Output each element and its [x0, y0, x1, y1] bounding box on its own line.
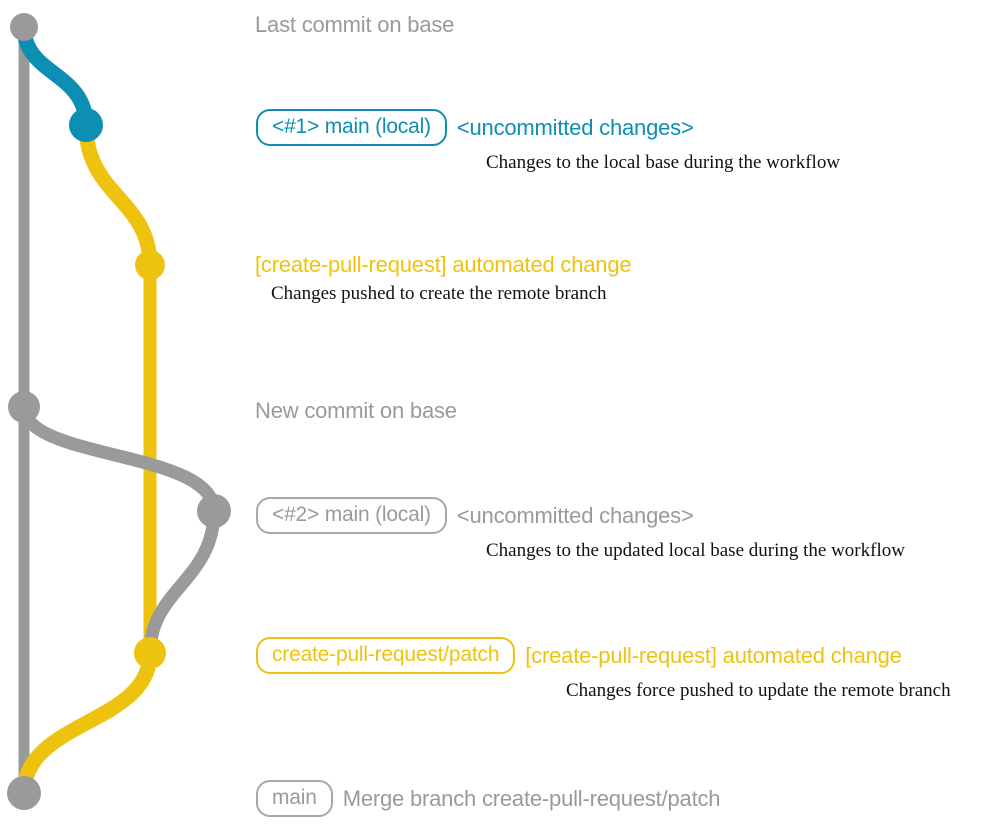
edge-blue-branch [16, 19, 94, 133]
ref-badge[interactable]: <#1> main (local) [256, 109, 447, 147]
commit-node-last-commit-on-base[interactable] [10, 13, 38, 41]
row-main-local-2: <#2> main (local) <uncommitted changes> Ch… [256, 497, 905, 562]
commit-note: Changes force pushed to update the remot… [566, 680, 951, 702]
ref-badge[interactable]: create-pull-request/patch [256, 637, 516, 675]
row-main-local-1: <#1> main (local) <uncommitted changes> Ch… [256, 109, 840, 174]
row-main-local-1-head: <#1> main (local) <uncommitted changes> [256, 109, 694, 147]
commit-node-merge-commit[interactable] [7, 776, 41, 810]
row-merge: main Merge branch create-pull-request/pat… [256, 780, 721, 818]
graph-edges [16, 19, 221, 801]
commit-subject: [create-pull-request] automated change [525, 642, 902, 668]
commit-subject: [create-pull-request] automated change [255, 252, 632, 277]
row-new-commit: New commit on base [255, 398, 457, 423]
edge-gray-to-local2 [17, 400, 221, 518]
row-merge-head: main Merge branch create-pull-request/pat… [256, 780, 721, 818]
row-automated-change-2-head: create-pull-request/patch [create-pull-re… [256, 637, 902, 675]
commit-subject: Last commit on base [255, 12, 455, 37]
commit-note: Changes to the local base during the wor… [486, 152, 841, 174]
commit-node-main-local-1[interactable] [69, 108, 103, 142]
commit-subject: <uncommitted changes> [456, 502, 694, 528]
graph-nodes [7, 13, 231, 810]
commit-subject: New commit on base [255, 398, 457, 423]
edge-yellow-from-blue [78, 117, 158, 273]
row-last-commit-head: Last commit on base [255, 12, 454, 37]
edge-gray-to-patch [143, 504, 221, 660]
edge-yellow-merge [16, 645, 158, 801]
commit-node-automated-change-2[interactable] [134, 637, 166, 669]
commit-note: Changes to the updated local base during… [486, 540, 905, 562]
row-last-commit: Last commit on base [255, 12, 454, 37]
ref-badge[interactable]: main [256, 780, 333, 818]
commit-subject: <uncommitted changes> [456, 114, 694, 140]
commit-note: Changes pushed to create the remote bran… [271, 283, 607, 305]
commit-node-automated-change-1[interactable] [135, 250, 165, 280]
commit-node-main-local-2[interactable] [197, 494, 231, 528]
commit-node-new-commit-on-base[interactable] [8, 391, 40, 423]
row-automated-change-1-head: [create-pull-request] automated change [255, 252, 632, 277]
row-new-commit-head: New commit on base [255, 398, 457, 423]
row-main-local-2-head: <#2> main (local) <uncommitted changes> [256, 497, 694, 535]
commit-subject: Merge branch create-pull-request/patch [342, 785, 721, 811]
row-automated-change-2: create-pull-request/patch [create-pull-re… [256, 637, 951, 702]
ref-badge[interactable]: <#2> main (local) [256, 497, 447, 535]
